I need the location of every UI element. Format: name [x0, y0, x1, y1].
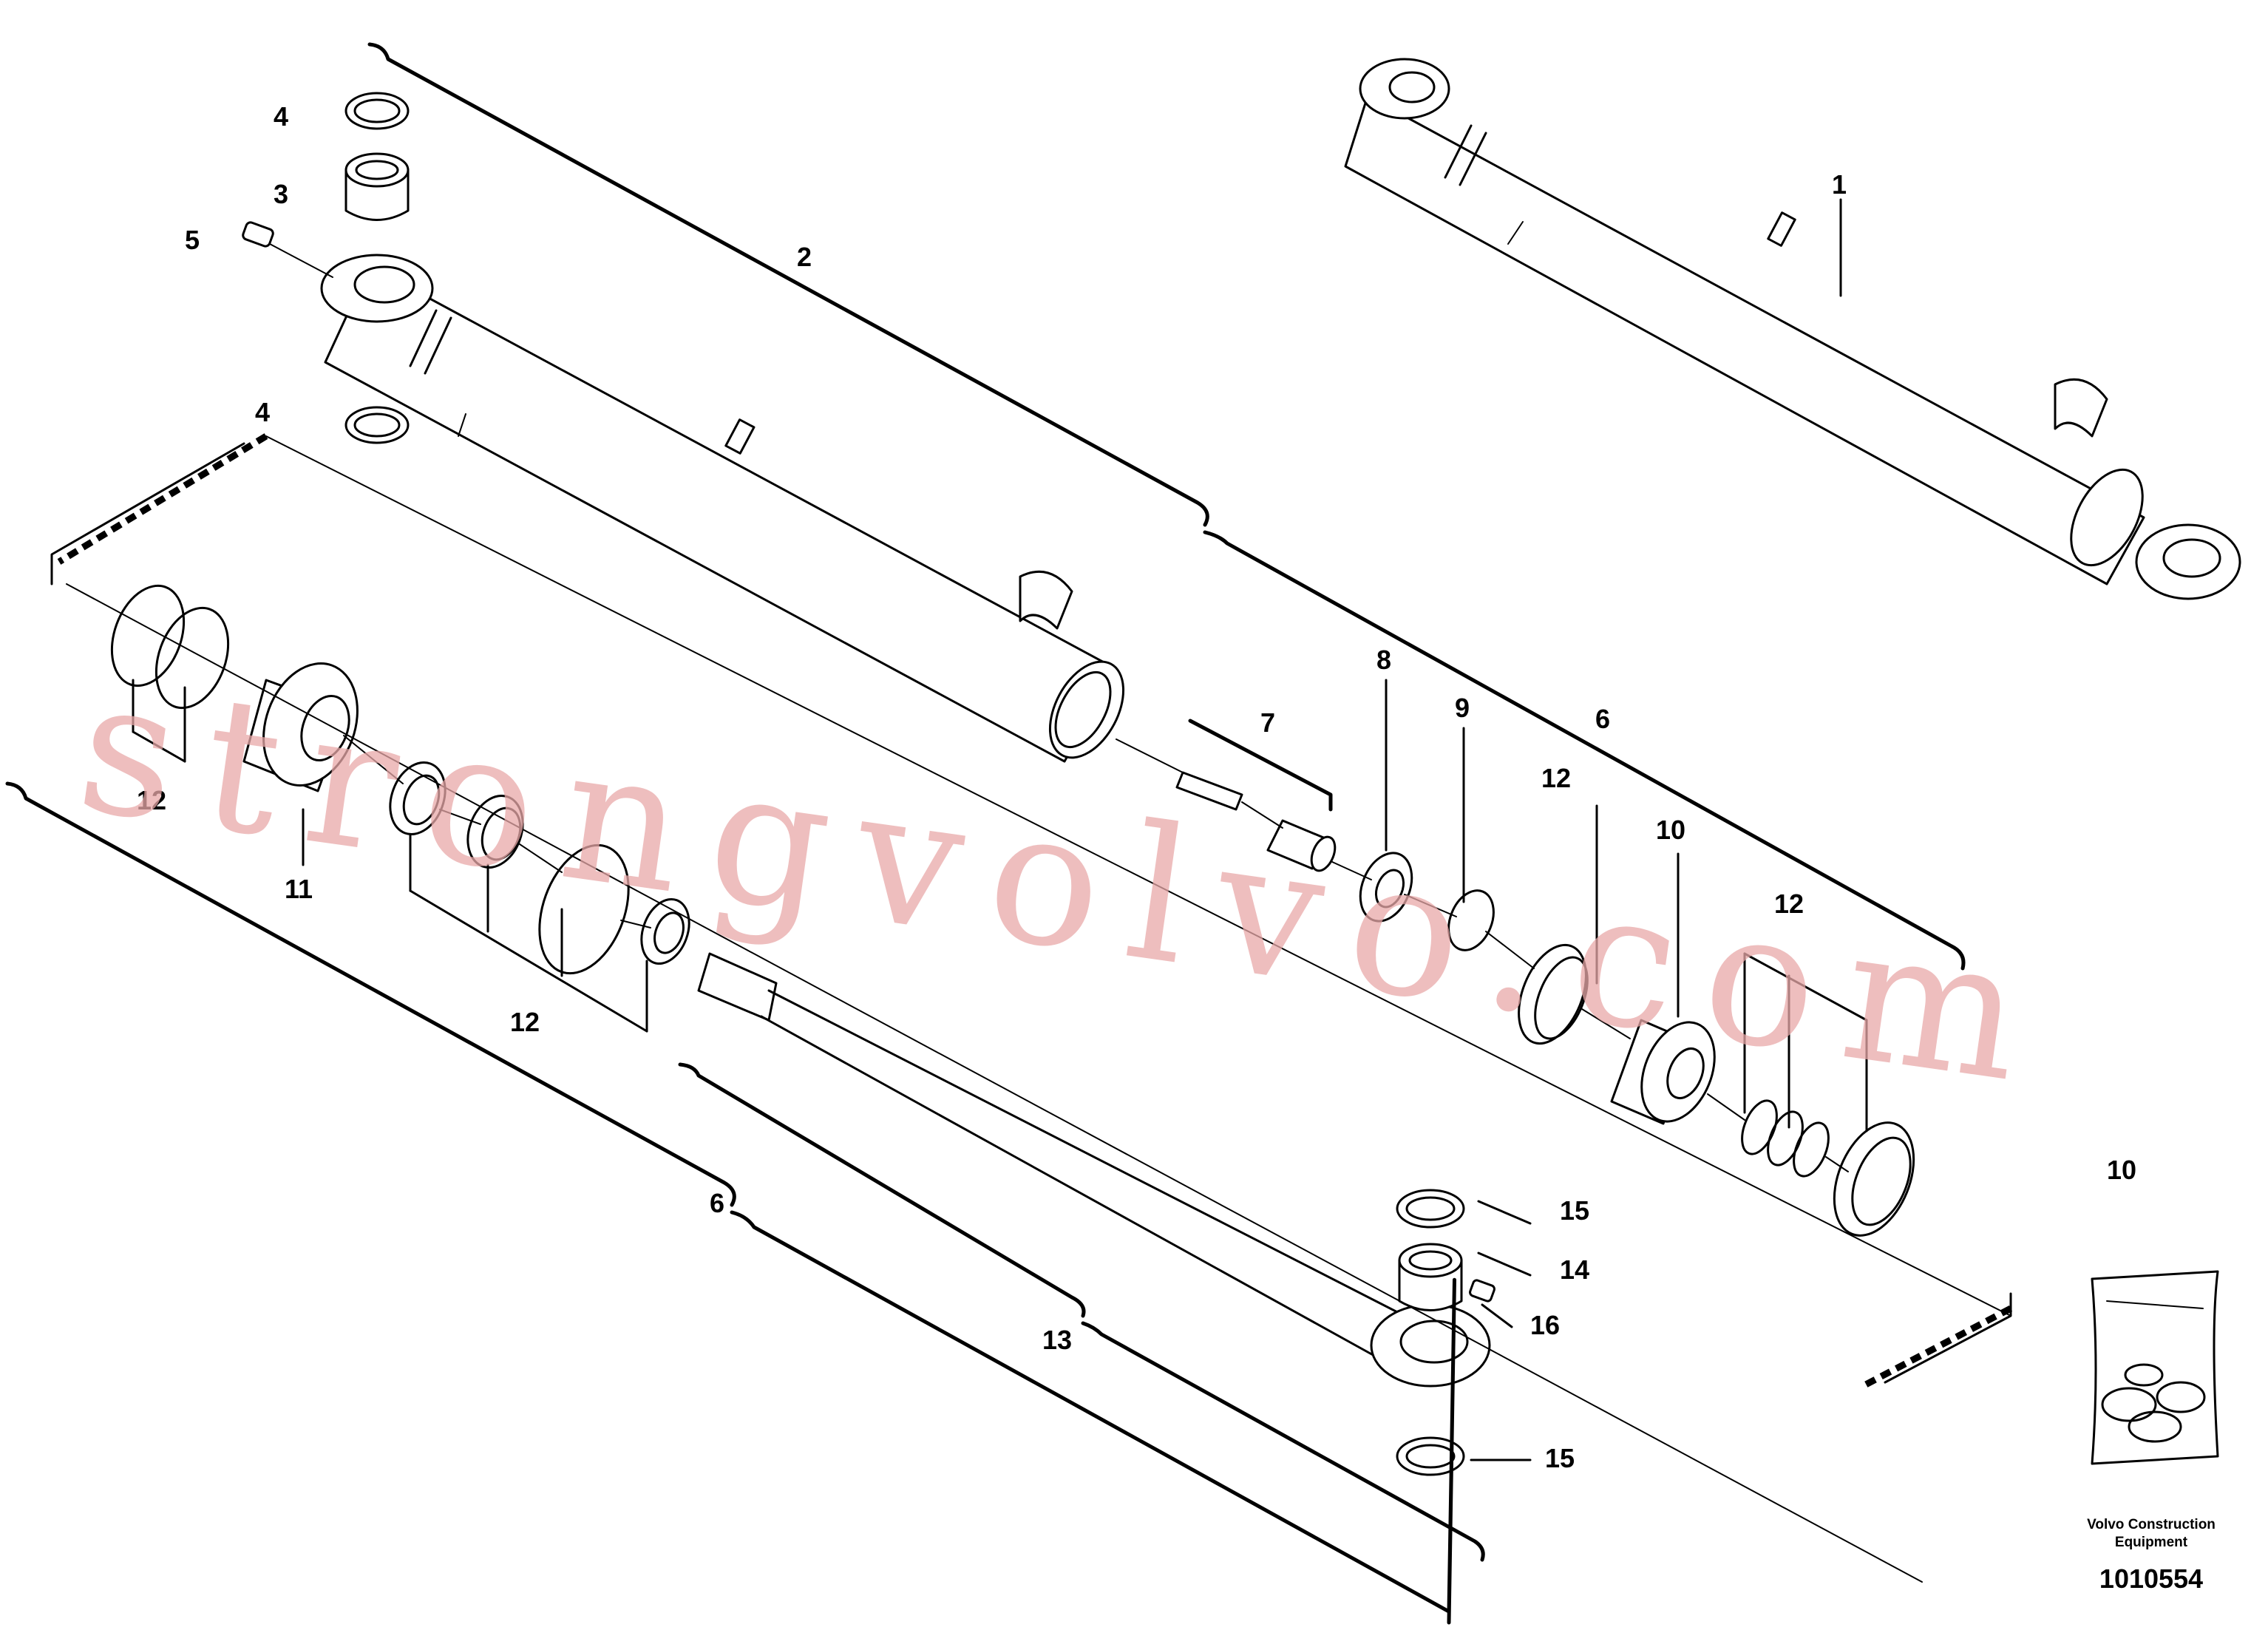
callout-2: 2: [797, 242, 812, 272]
grease-nipple-part-16[interactable]: [1469, 1279, 1495, 1303]
screw-part-7[interactable]: [1175, 771, 1243, 811]
callout-8: 8: [1376, 645, 1391, 675]
callout-15-top: 15: [1560, 1195, 1589, 1226]
cylinder-head-part-11[interactable]: [242, 651, 373, 799]
piston-rod-part-13[interactable]: [697, 952, 1491, 1388]
callout-1: 1: [1832, 169, 1847, 200]
callout-4-bottom: 4: [255, 397, 270, 427]
company-name-line2: Equipment: [2115, 1535, 2188, 1550]
seal-kit-bag[interactable]: [2091, 1270, 2219, 1465]
brackets: [5, 42, 2013, 1625]
o-rings-part-12-left[interactable]: [99, 576, 241, 718]
sleeve-part-7[interactable]: [1266, 819, 1340, 874]
callout-10-bag: 10: [2107, 1155, 2136, 1185]
callout-7: 7: [1260, 707, 1275, 738]
callout-15-bottom: 15: [1545, 1443, 1575, 1473]
figure-number: 1010554: [2099, 1563, 2203, 1594]
cylinder-tube-part-2[interactable]: [320, 254, 1138, 770]
callout-12-mid: 12: [510, 1007, 540, 1037]
seal-ring-part-15-bottom[interactable]: [1396, 1436, 1465, 1476]
grease-nipple-part-5[interactable]: [242, 221, 333, 278]
callout-3: 3: [274, 179, 288, 209]
callout-16: 16: [1530, 1310, 1560, 1340]
footer: Volvo Construction Equipment 1010554: [2087, 1517, 2216, 1594]
seal-part-12-mid[interactable]: [633, 892, 697, 970]
callout-10: 10: [1656, 815, 1685, 845]
lock-washer-part-9[interactable]: [1440, 884, 1501, 957]
callouts: 1 2 3 4 4 5 6 6 7 8 9 10 10 11 12 12 12 …: [137, 101, 2136, 1473]
assembled-cylinder-part-1[interactable]: [1344, 58, 2241, 600]
seals-part-12-right[interactable]: [1735, 1096, 1836, 1181]
callout-12-far-left: 12: [137, 785, 166, 815]
callout-4-top: 4: [274, 101, 288, 132]
seal-ring-part-15-top[interactable]: [1396, 1189, 1465, 1229]
callout-6-right: 6: [1595, 704, 1610, 734]
bushing-part-3[interactable]: [344, 152, 410, 221]
callout-5: 5: [185, 225, 200, 255]
callout-9: 9: [1455, 693, 1470, 723]
company-name-line1: Volvo Construction: [2087, 1517, 2216, 1532]
callout-11: 11: [285, 874, 313, 904]
callout-6-left: 6: [710, 1188, 724, 1218]
bushing-part-14[interactable]: [1398, 1243, 1463, 1311]
seal-ring-part-4-bottom[interactable]: [344, 406, 410, 444]
piston-seal-part-12-right[interactable]: [1819, 1111, 1929, 1247]
callout-13: 13: [1042, 1325, 1072, 1355]
piston-part-10[interactable]: [1610, 1011, 1728, 1132]
guide-ring-part-12[interactable]: [458, 788, 532, 875]
seal-ring-part-4-top[interactable]: [344, 92, 410, 130]
callout-12-far-right: 12: [1774, 889, 1804, 919]
callout-14: 14: [1560, 1254, 1589, 1285]
callout-12-right: 12: [1541, 763, 1571, 793]
leader-lines: [66, 198, 2011, 1583]
guide-band-part-12-right[interactable]: [1506, 935, 1600, 1053]
